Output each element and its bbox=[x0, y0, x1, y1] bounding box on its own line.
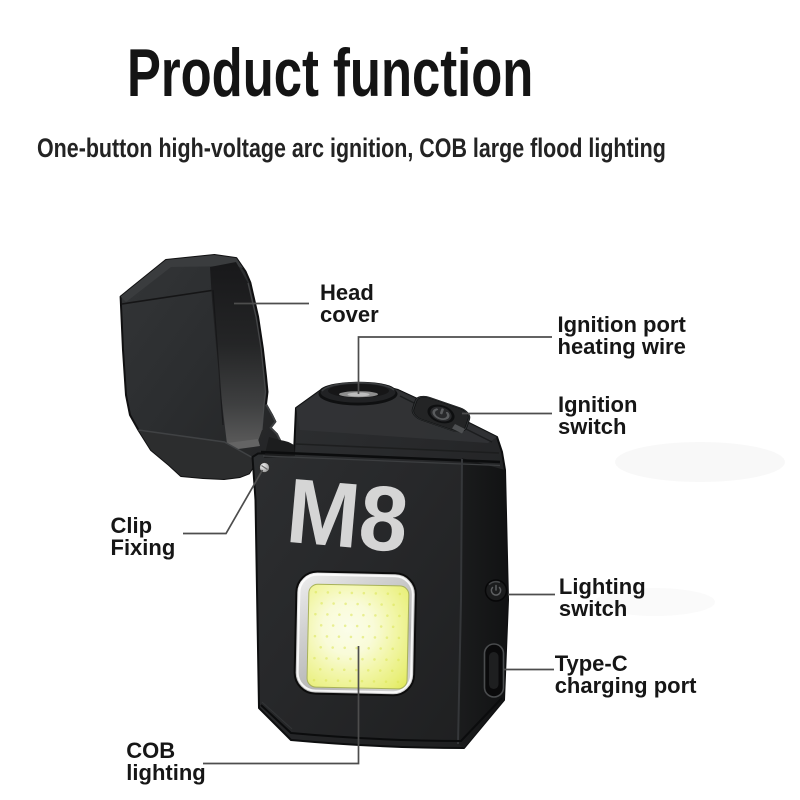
svg-text:M8: M8 bbox=[283, 460, 412, 572]
